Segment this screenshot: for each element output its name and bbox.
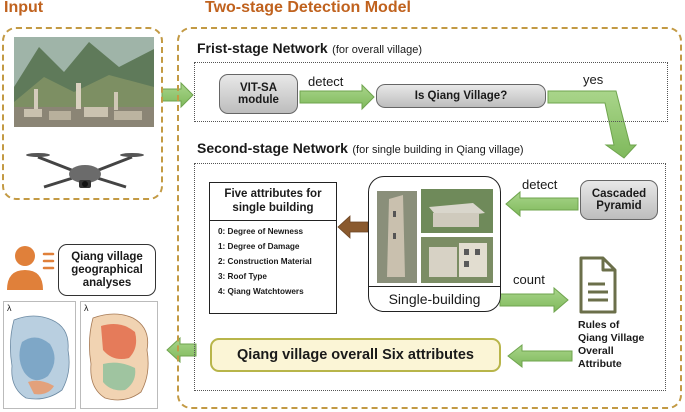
yes-label: yes xyxy=(583,72,604,87)
rules-line: Attribute xyxy=(578,358,622,370)
attribute-item: 4: Qiang Watchtowers xyxy=(218,287,304,296)
detect-label-second: detect xyxy=(522,177,558,192)
count-label: count xyxy=(513,272,545,287)
mountain-village-photo xyxy=(14,37,154,127)
detect-label-first: detect xyxy=(308,74,344,89)
arrow-model-to-output xyxy=(166,336,197,364)
second-stage-subtitle: (for single building in Qiang village) xyxy=(352,144,524,156)
second-stage-title-row: Second-stage Network (for single buildin… xyxy=(197,140,524,158)
building-photos xyxy=(377,189,493,283)
vit-module-label: module xyxy=(238,94,279,106)
qiang-village-question: Is Qiang Village? xyxy=(376,84,546,108)
pyramid-label: Pyramid xyxy=(596,200,642,212)
map-marker: λ xyxy=(84,303,89,313)
attributes-title-line-2: single building xyxy=(232,202,314,214)
second-stage-title: Second-stage Network xyxy=(197,140,348,156)
attributes-divider xyxy=(210,220,336,221)
map-shape-blue xyxy=(10,315,70,400)
input-panel xyxy=(2,27,163,200)
arrow-count xyxy=(499,286,569,314)
analysis-line-2: geographical xyxy=(71,263,143,276)
rules-line: Rules of xyxy=(578,319,620,331)
document-icon xyxy=(579,256,617,314)
arrow-detect-second xyxy=(505,190,579,218)
map-marker: λ xyxy=(7,303,12,313)
arrow-yes-bent xyxy=(547,90,638,159)
arrow-building-to-attributes xyxy=(337,215,369,239)
attribute-item: 3: Roof Type xyxy=(218,272,267,281)
attributes-box: Five attributes for single building 0: D… xyxy=(209,182,337,314)
map-shape-red xyxy=(89,313,149,401)
arrow-detect-first xyxy=(299,83,375,111)
map-thumbnail: λ xyxy=(80,301,158,409)
person-speaking-icon xyxy=(7,246,55,290)
first-stage-box xyxy=(194,62,668,122)
rules-label: Rules of Qiang Village Overall Attribute xyxy=(578,319,644,371)
second-stage-box xyxy=(194,163,666,391)
input-heading: Input xyxy=(4,0,44,16)
attributes-title: Five attributes for single building xyxy=(210,187,336,215)
final-attributes-box: Qiang village overall Six attributes xyxy=(210,338,501,372)
attribute-item: 1: Degree of Damage xyxy=(218,242,300,251)
cascaded-pyramid: Cascaded Pyramid xyxy=(580,180,658,220)
first-stage-subtitle: (for overall village) xyxy=(332,44,423,56)
geographical-analyses-box: Qiang village geographical analyses xyxy=(58,244,156,296)
rules-line: Overall xyxy=(578,345,614,357)
map-thumbnail: λ xyxy=(3,301,76,409)
analysis-line-3: analyses xyxy=(82,276,132,289)
model-panel xyxy=(177,27,682,409)
first-stage-title: Frist-stage Network xyxy=(197,40,328,56)
vit-sa-module: VIT-SA module xyxy=(219,74,298,114)
single-building-label: Single-building xyxy=(369,286,500,311)
cascaded-label: Cascaded xyxy=(591,188,647,200)
model-heading: Two-stage Detection Model xyxy=(205,0,411,16)
drone-icon xyxy=(26,153,144,189)
arrow-rules-to-final xyxy=(507,343,573,369)
single-building-panel: Single-building xyxy=(368,176,501,312)
attributes-title-line-1: Five attributes for xyxy=(224,188,322,200)
attribute-item: 2: Construction Material xyxy=(218,257,312,266)
attributes-list: 0: Degree of Newness 1: Degree of Damage… xyxy=(210,224,336,299)
attribute-item: 0: Degree of Newness xyxy=(218,227,304,236)
analysis-line-1: Qiang village xyxy=(71,250,143,263)
first-stage-title-row: Frist-stage Network (for overall village… xyxy=(197,40,422,58)
vit-sa-label: VIT-SA xyxy=(239,82,278,94)
rules-line: Qiang Village xyxy=(578,332,645,344)
